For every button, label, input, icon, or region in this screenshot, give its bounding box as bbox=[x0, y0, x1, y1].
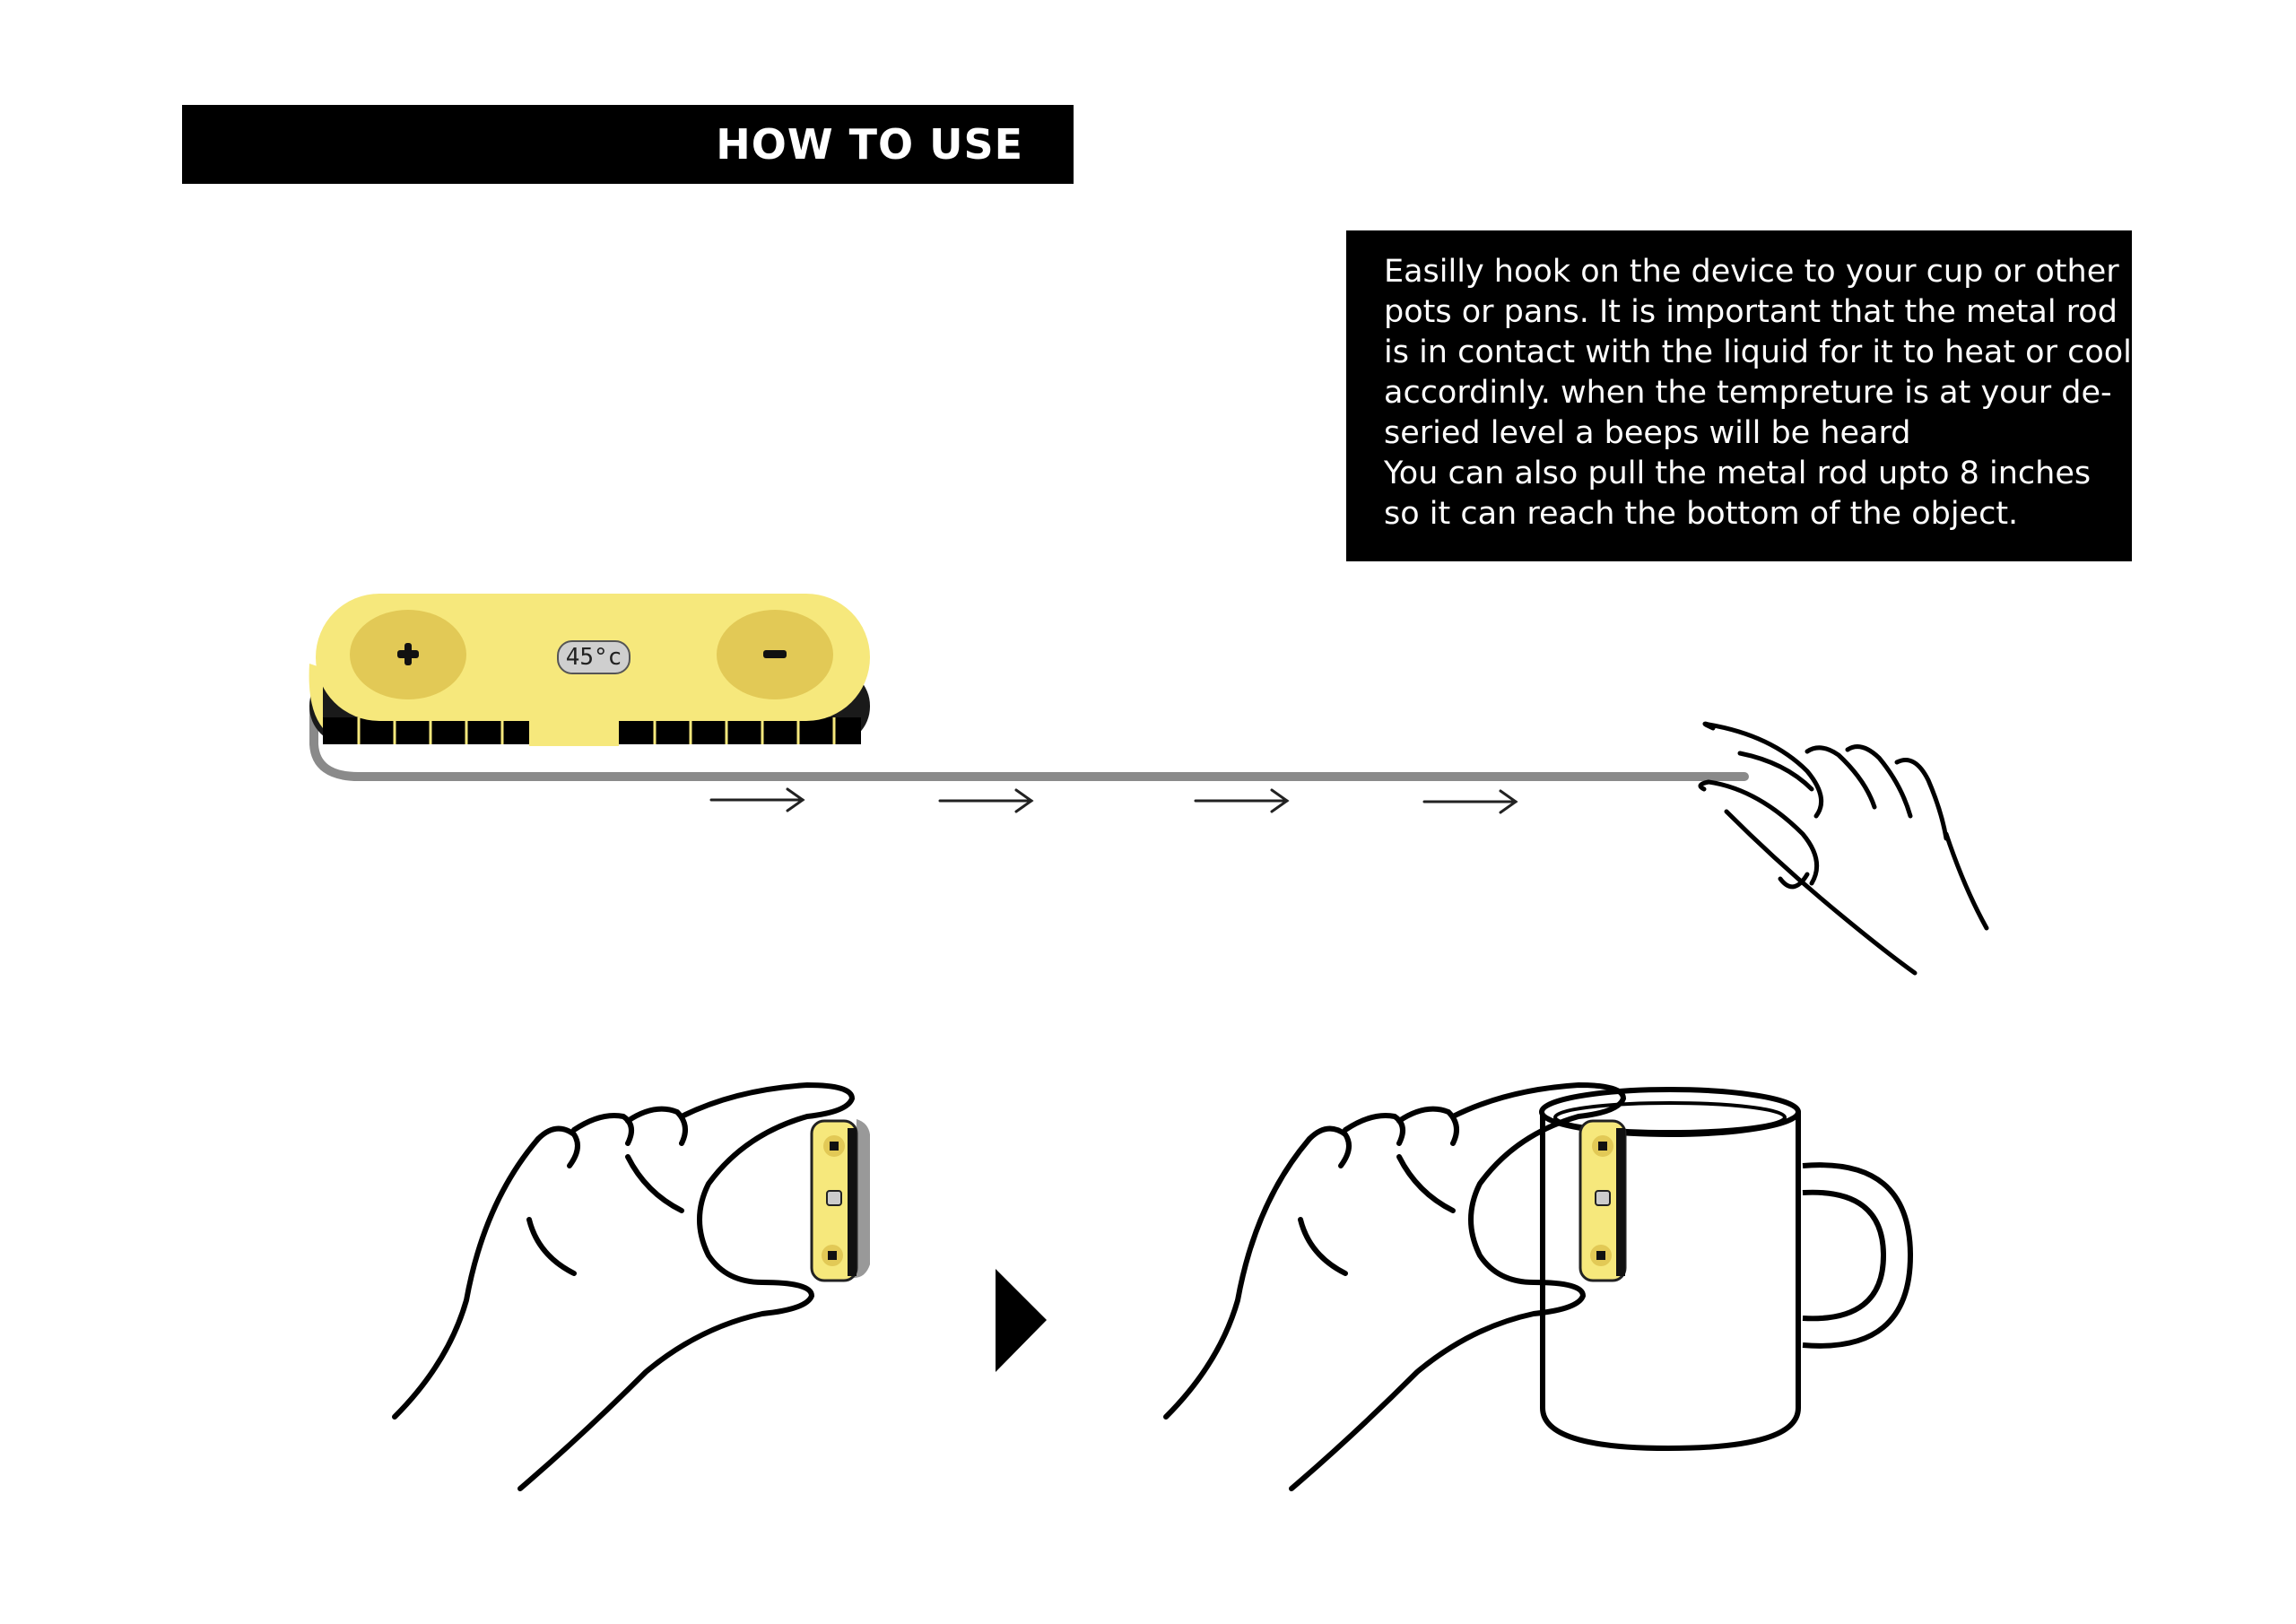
plus-button bbox=[350, 610, 466, 699]
hand-holding-device bbox=[392, 1082, 870, 1491]
instruction-line: accordinly. when the tempreture is at yo… bbox=[1384, 375, 2112, 411]
instruction-line: is in contact with the liquid for it to … bbox=[1384, 334, 2132, 370]
instruction-line: Easilly hook on the device to your cup o… bbox=[1384, 254, 2119, 290]
instruction-line: seried level a beeps will be heard bbox=[1384, 415, 1911, 451]
temperature-display bbox=[557, 640, 631, 674]
instructions-box: Easilly hook on the device to your cup o… bbox=[1346, 230, 2132, 561]
minus-icon bbox=[763, 650, 787, 658]
plus-icon bbox=[397, 643, 419, 665]
hand-illustration bbox=[1698, 721, 1989, 976]
title-bar: HOW TO USE bbox=[182, 105, 1074, 184]
device-side-view bbox=[810, 1119, 870, 1282]
instruction-line: You can also pull the metal rod upto 8 i… bbox=[1384, 456, 2092, 491]
page-title: HOW TO USE bbox=[716, 120, 1023, 169]
temperature-readout: 45°c bbox=[565, 644, 622, 671]
arrow-right-icon bbox=[709, 787, 1518, 814]
instruction-line: so it can reach the bottom of the object… bbox=[1384, 496, 2019, 532]
instruction-line: pots or pans. It is important that the m… bbox=[1384, 294, 2118, 330]
device-side-segments bbox=[323, 717, 861, 746]
device-on-mug bbox=[1578, 1119, 1627, 1282]
play-triangle-icon bbox=[996, 1269, 1047, 1372]
metal-rod bbox=[309, 704, 1749, 781]
hand-hooking-device bbox=[1163, 1082, 1627, 1491]
minus-button bbox=[717, 610, 833, 699]
device-top-view bbox=[309, 594, 1749, 781]
